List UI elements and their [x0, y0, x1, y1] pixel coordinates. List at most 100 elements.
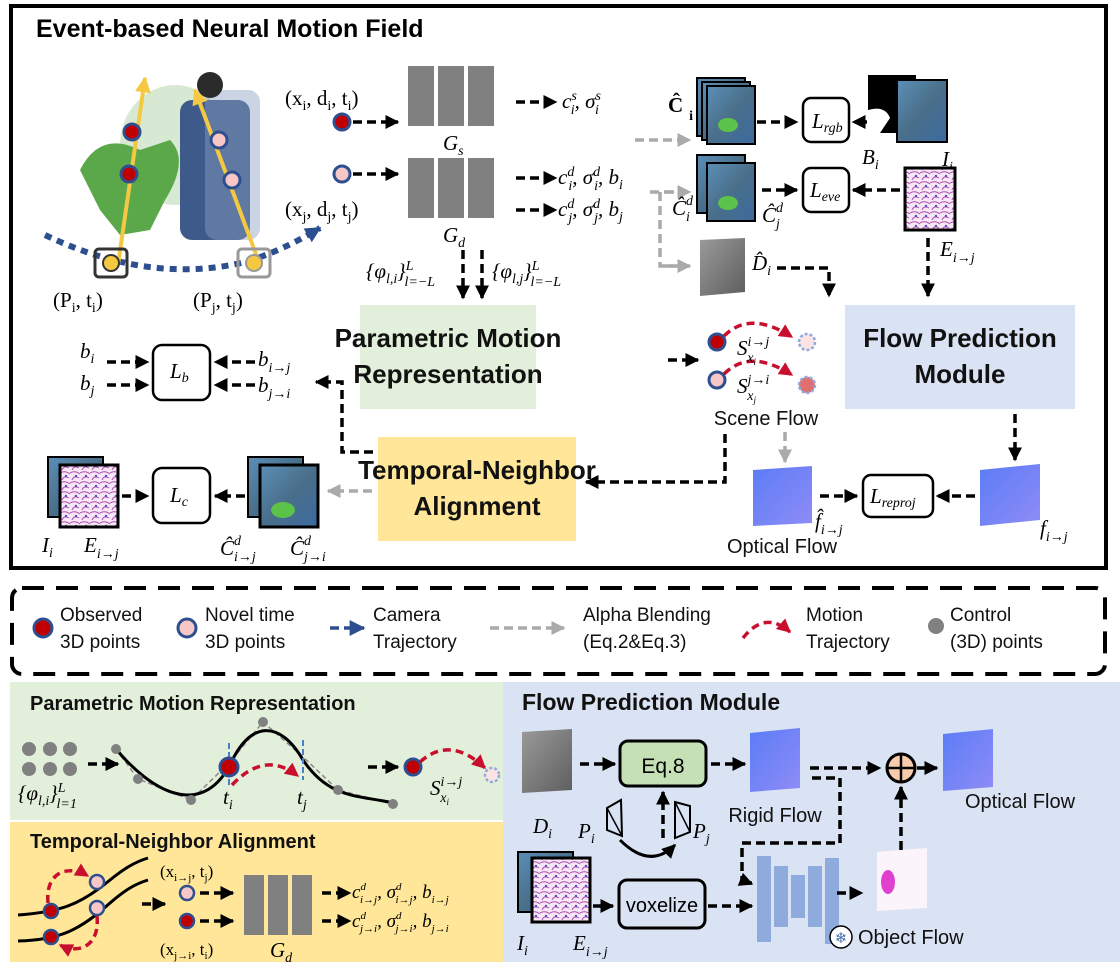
- observed-point: [707, 332, 727, 352]
- motion-trajectory-arrow-icon: [741, 618, 792, 640]
- motion-trajectory-arrow: [722, 359, 794, 377]
- legend-label: Trajectory: [806, 632, 890, 653]
- camera-pose-j: (Pj, tj): [193, 288, 243, 316]
- motion-trajectory-arrow: [230, 762, 300, 787]
- tna-network-label: Gd: [270, 938, 293, 966]
- tna-input-ji: (xj→i, ti): [160, 940, 213, 962]
- observed-point: [332, 112, 352, 132]
- legend-item-motion-trajectory: Motion Trajectory: [741, 605, 890, 653]
- control-point-icon: [928, 618, 944, 634]
- static-network: [408, 66, 494, 126]
- legend-label: Trajectory: [373, 632, 457, 653]
- camera-i-icon: [93, 247, 129, 279]
- depth-image: [522, 729, 572, 793]
- legend-item-novel: Novel time 3D points: [176, 605, 295, 653]
- flow-prediction-panel-title: Flow Prediction Module: [522, 689, 780, 715]
- legend-label: Novel time: [205, 605, 295, 626]
- static-network-label: Gs: [443, 131, 464, 159]
- novel-point: [88, 873, 106, 891]
- voxelize-box: [617, 878, 707, 930]
- person-head: [197, 72, 223, 98]
- ground-truth-image-stack: [868, 75, 948, 143]
- frozen-snowflake-icon: ❄: [829, 925, 853, 949]
- predicted-flow-image: [980, 464, 1040, 526]
- fpm-optical-flow-label: Optical Flow: [965, 791, 1076, 813]
- blend-b-j: bj: [80, 371, 95, 399]
- consistency-render-image-stack: [247, 456, 320, 529]
- legend-label: Control: [950, 605, 1011, 626]
- novel-point-target: [483, 766, 501, 784]
- reproj-loss-box: [861, 473, 935, 519]
- tna-dynamic-network: [244, 875, 312, 935]
- observed-point: [119, 164, 139, 184]
- novel-point: [332, 164, 352, 184]
- dynamic-network-label: Gd: [443, 223, 466, 251]
- flow-prediction-module: [845, 305, 1075, 409]
- event-frame-image: [903, 166, 957, 232]
- rgb-loss-label: Lrgb: [811, 109, 843, 136]
- tna-input-ij: (xi→j, tj): [160, 862, 213, 884]
- blend-b-ji: bj→i: [258, 373, 290, 402]
- fpm-pose-j: Pj: [692, 819, 710, 847]
- consistency-event-label: Ei→j: [83, 533, 119, 562]
- person-figure: [180, 100, 250, 240]
- temporal-neighbor-panel-title: Temporal-Neighbor Alignment: [30, 831, 316, 853]
- parametric-motion-panel-title: Parametric Motion Representation: [30, 693, 356, 715]
- camera-frustum-i-icon: [606, 798, 624, 838]
- arrow-temporal-to-blend: [314, 375, 373, 454]
- rigid-flow-label: Rigid Flow: [728, 805, 822, 827]
- legend-label: 3D points: [205, 632, 285, 653]
- novel-point: [222, 170, 242, 190]
- control-point-grid: [22, 742, 77, 776]
- parametric-motion-title-line1: Parametric Motion: [335, 323, 562, 353]
- consistency-image-label: Ii: [41, 533, 53, 561]
- temporal-neighbor-module: [378, 437, 576, 541]
- observed-point: [42, 902, 60, 920]
- rigid-flow-image: [750, 728, 800, 792]
- legend-item-camera-trajectory: Camera Trajectory: [330, 605, 457, 653]
- motion-trajectory-arrow: [418, 748, 487, 770]
- predicted-flow-label: fi→j: [1040, 516, 1068, 545]
- camera-j-icon: [236, 247, 272, 279]
- blend-b-i: bi: [80, 339, 95, 367]
- legend-label: 3D points: [60, 632, 140, 653]
- observed-point: [218, 756, 240, 778]
- object-flow-blob: [881, 870, 895, 894]
- motion-trajectory-arrow: [58, 915, 99, 957]
- input-label-i: (xi, di, ti): [285, 86, 359, 114]
- legend-label: (Eq.2&Eq.3): [583, 632, 687, 653]
- eq8-box: [618, 739, 708, 788]
- temporal-neighbor-title-line1: Temporal-Neighbor: [358, 455, 596, 485]
- legend-item-observed: Observed 3D points: [32, 605, 142, 653]
- dynamic-network: [408, 158, 494, 218]
- legend-label: (3D) points: [950, 632, 1043, 653]
- consistency-loss-label: Lc: [169, 483, 189, 510]
- scene-illustration: (Pi, ti) (Pj, tj): [43, 72, 322, 316]
- legend-item-alpha-blending: Alpha Blending (Eq.2&Eq.3): [490, 605, 711, 653]
- voxelize-label: voxelize: [626, 895, 698, 917]
- legend-label: Observed: [60, 605, 142, 626]
- consistency-loss-box: [151, 466, 212, 525]
- observed-point-icon: [32, 617, 54, 639]
- motion-trajectory-arrow: [46, 863, 90, 904]
- blend-b-ij: bi→j: [258, 347, 290, 376]
- parametric-motion-module: [360, 305, 536, 409]
- event-loss-box: [801, 166, 851, 214]
- camera-pose-i: (Pi, ti): [53, 288, 103, 316]
- person-figure-ghost: [205, 90, 260, 240]
- pmr-t-i: ti: [223, 785, 233, 813]
